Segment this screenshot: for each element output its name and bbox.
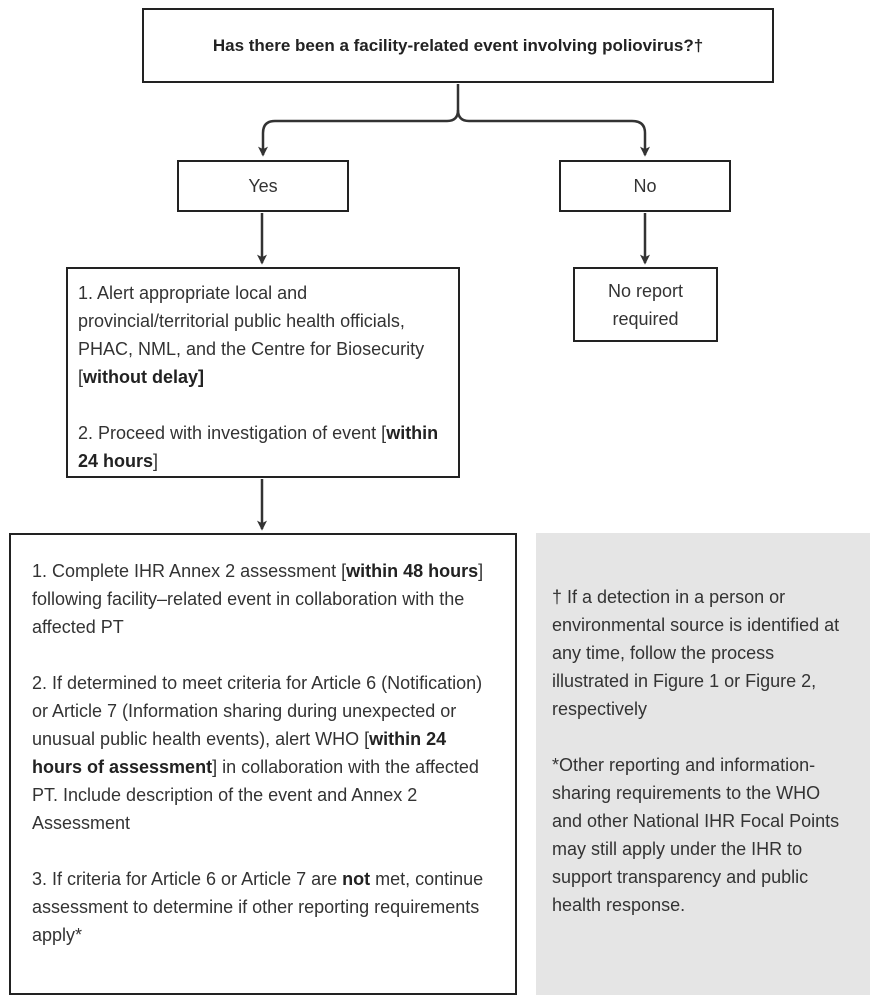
ihr-item-1-emphasis: within 48 hours [346,561,479,581]
footnote-panel: † If a detection in a person or environm… [536,533,870,995]
alert-step-1-emphasis: without delay] [83,367,205,387]
ihr-item-2-emphasis: within 24 hours of assessment [32,729,447,777]
question-box: Has there been a facility-related event … [142,8,774,83]
no-report-line2: required [612,308,679,329]
ihr-item-3-emphasis: not [342,869,371,889]
ihr-item-2: 2. If determined to meet criteria for Ar… [32,669,495,837]
ihr-assessment-box: 1. Complete IHR Annex 2 assessment [with… [9,533,517,995]
alert-step-box: 1. Alert appropriate local and provincia… [66,267,460,478]
ihr-item-2-suffix: ] in collaboration with the affected PT.… [32,757,479,833]
ihr-item-3: 3. If criteria for Article 6 or Article … [32,865,495,949]
ihr-item-1-suffix: ] following facility–related event in co… [32,561,484,637]
ihr-item-2-text: 2. If determined to meet criteria for Ar… [32,673,483,749]
yes-label: Yes [248,175,278,196]
no-report-line1: No report [607,280,684,301]
no-label: No [633,175,657,196]
connector-question-stem [258,84,460,157]
question-text: Has there been a facility-related event … [212,35,704,55]
alert-step-1-text: 1. Alert appropriate local and provincia… [78,283,425,387]
yes-box: Yes [177,160,349,212]
ihr-item-3-text: 3. If criteria for Article 6 or Article … [32,869,343,889]
connector-question-to-no [456,109,650,157]
ihr-item-3-suffix: met, continue assessment to determine if… [32,869,484,945]
asterisk-footnote: *Other reporting and information-sharing… [552,755,840,915]
dagger-footnote: † If a detection in a person or environm… [552,587,840,719]
alert-step-2-emphasis: within 24 hours [78,423,439,471]
alert-step-2: 2. Proceed with investigation of event [… [78,419,450,475]
ihr-item-1-text: 1. Complete IHR Annex 2 assessment [ [32,561,347,581]
no-report-box: No report required [573,267,718,342]
no-box: No [559,160,731,212]
alert-step-2-suffix: ] [153,451,159,471]
ihr-item-1: 1. Complete IHR Annex 2 assessment [with… [32,557,495,641]
alert-step-2-text: 2. Proceed with investigation of event [ [78,423,387,443]
alert-step-1: 1. Alert appropriate local and provincia… [78,279,450,391]
